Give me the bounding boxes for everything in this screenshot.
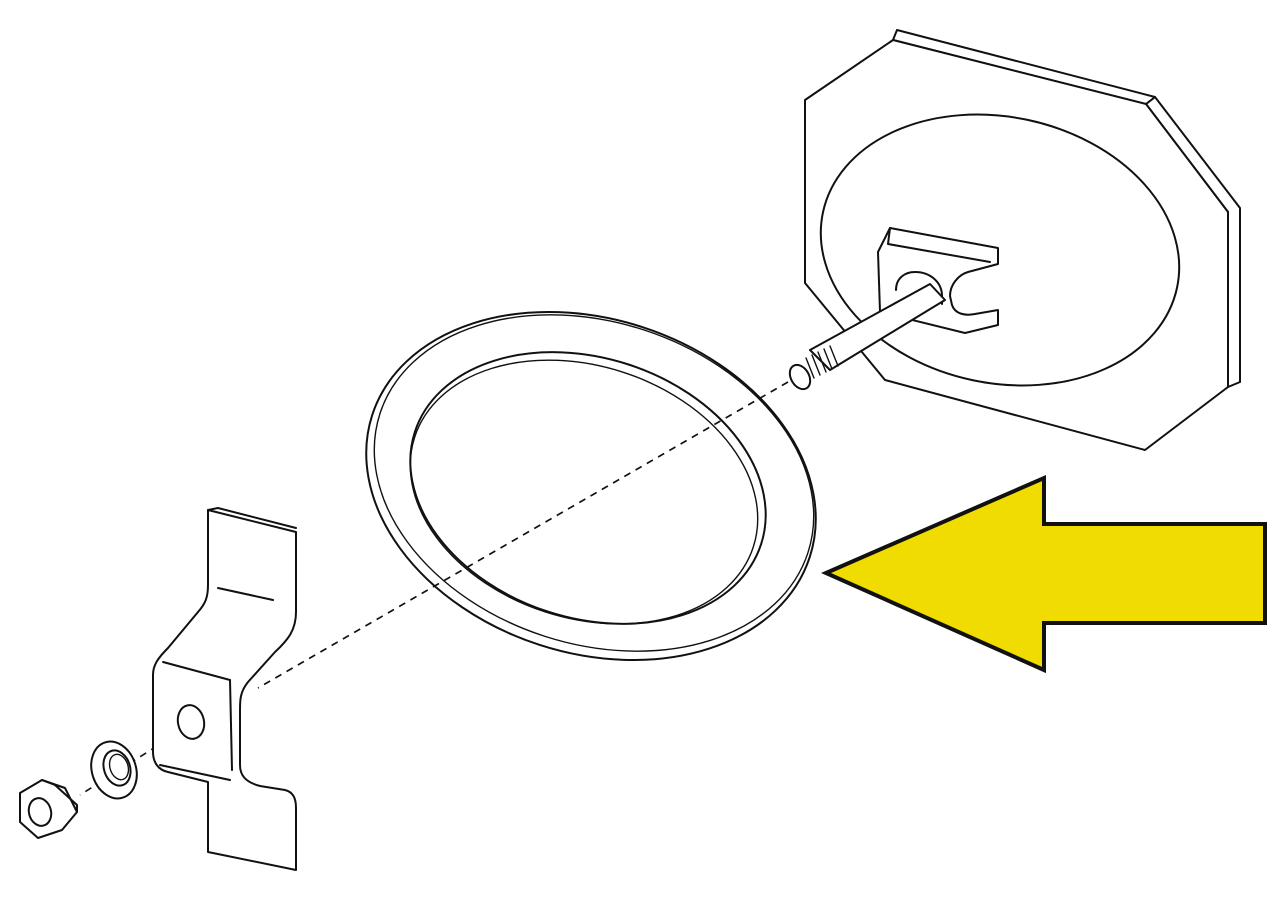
gasket-outer-edge [365,310,817,662]
hex-nut-hole [27,797,53,827]
hex-nut [19,779,78,839]
gasket-inner-edge-inner [409,359,759,625]
plate-recess [819,113,1181,387]
bracket-body [152,509,297,871]
highlight-arrow [821,474,1267,674]
gasket-inner-edge [409,351,767,625]
mounting-plate [804,29,1241,451]
flat-washer [90,740,138,800]
assembly-centerline [257,381,789,689]
gasket-outer-edge-inner [373,314,815,652]
stud-threads [805,345,839,379]
gasket-ring [365,310,817,662]
mounting-bracket [152,507,297,871]
stud-bolt [788,283,946,391]
bracket-hole [176,704,206,740]
plate-face [804,39,1229,451]
